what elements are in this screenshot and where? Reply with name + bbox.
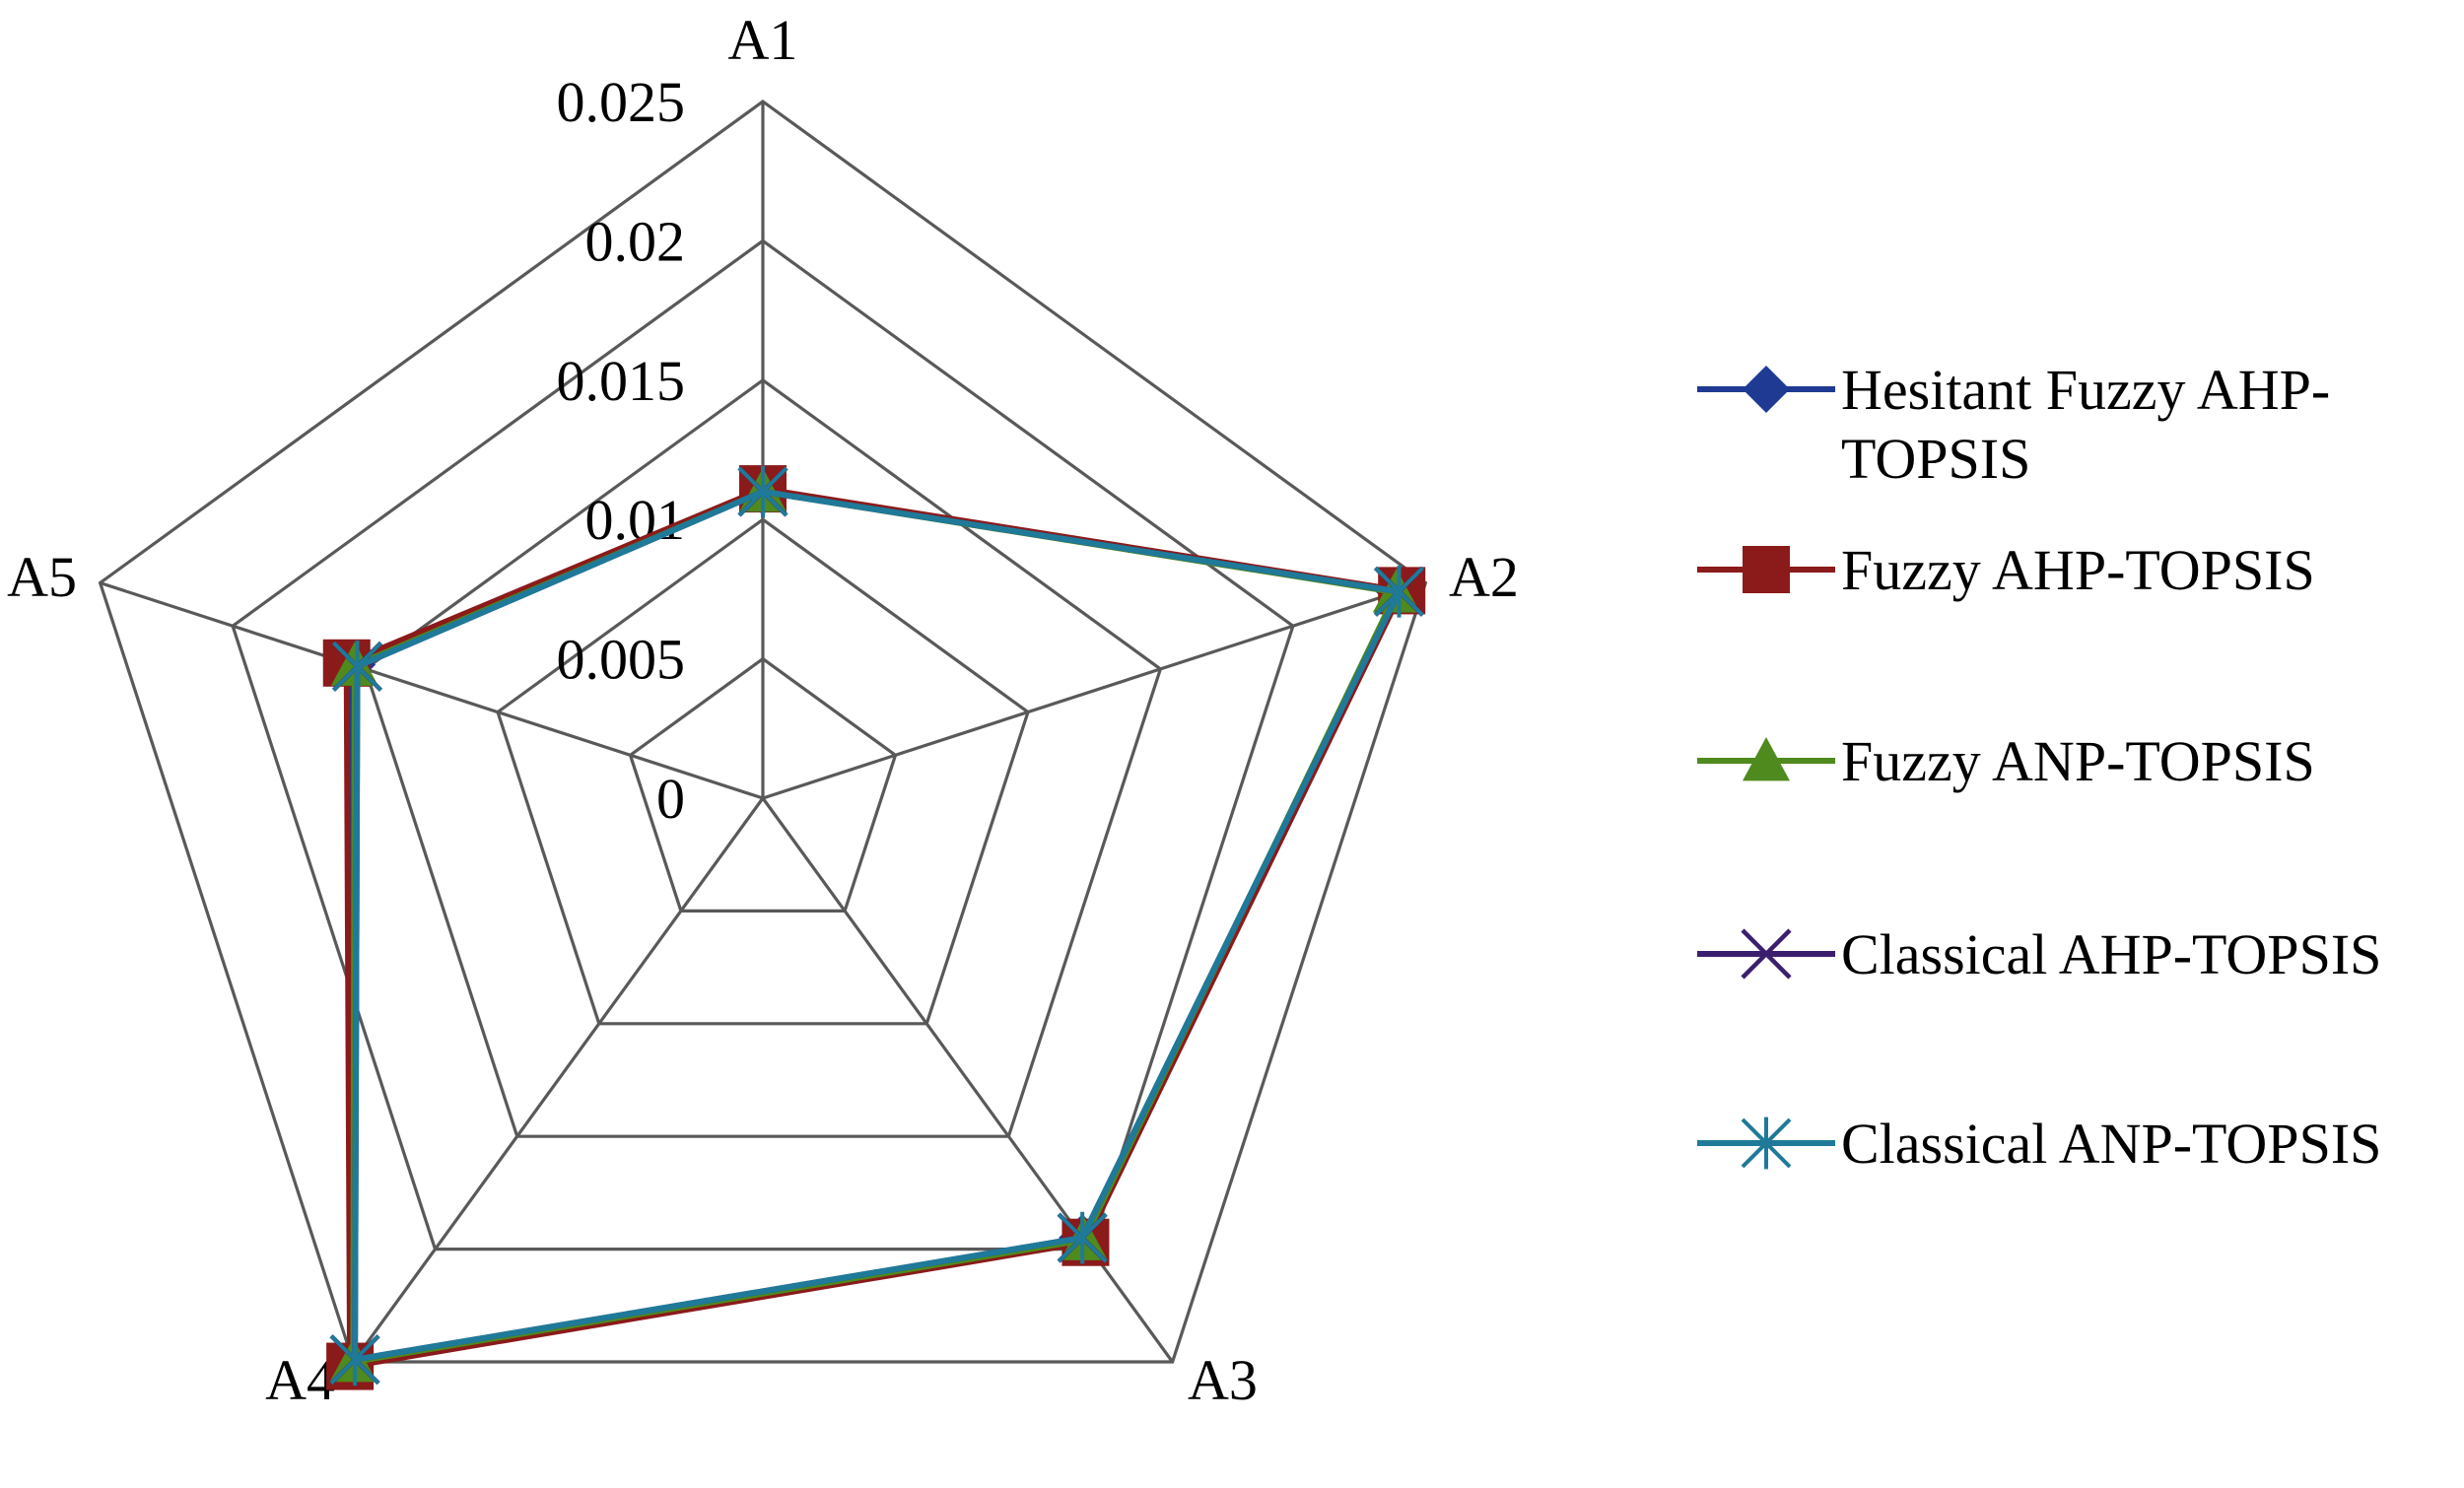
series-4 bbox=[329, 465, 1424, 1387]
legend-item: Classical AHP-TOPSIS bbox=[1697, 922, 2381, 986]
tick-label: 0.015 bbox=[557, 349, 686, 413]
legend-label: Classical AHP-TOPSIS bbox=[1841, 922, 2381, 986]
legend-item: Hesitant Fuzzy AHP-TOPSIS bbox=[1697, 358, 2330, 491]
grid-ring-3 bbox=[363, 377, 1163, 1138]
spoke-2 bbox=[761, 797, 1174, 1363]
series-line bbox=[343, 486, 1405, 1370]
grid-ring-5 bbox=[98, 100, 1428, 1364]
spoke-1 bbox=[762, 580, 1426, 800]
data-point-a4 bbox=[329, 1333, 380, 1387]
series-line bbox=[352, 488, 1403, 1363]
legend-item: Fuzzy ANP-TOPSIS bbox=[1697, 729, 2315, 793]
category-label-a3: A3 bbox=[1188, 1348, 1258, 1412]
legend-marker bbox=[1741, 1116, 1792, 1170]
category-label-a1: A1 bbox=[728, 8, 798, 72]
series-1 bbox=[322, 465, 1426, 1390]
legend-marker bbox=[1743, 366, 1790, 413]
category-label-a2: A2 bbox=[1449, 545, 1519, 609]
radar-grid bbox=[98, 100, 1428, 1364]
data-point-a2 bbox=[1374, 565, 1424, 618]
legend: Hesitant Fuzzy AHP-TOPSIS Fuzzy AHP-TOPSI… bbox=[1697, 358, 2381, 1176]
legend-label: Classical ANP-TOPSIS bbox=[1841, 1112, 2381, 1176]
tick-label: 0.02 bbox=[585, 209, 686, 273]
legend-marker bbox=[1741, 928, 1792, 980]
category-label-a5: A5 bbox=[7, 545, 77, 609]
grid-ring-2 bbox=[496, 517, 1030, 1026]
legend-label: Hesitant Fuzzy AHP-TOPSIS bbox=[1841, 358, 2330, 491]
tick-label: 0.025 bbox=[557, 70, 686, 134]
legend-marker bbox=[1743, 546, 1790, 593]
legend-marker bbox=[1743, 737, 1790, 781]
category-label-a4: A4 bbox=[265, 1348, 335, 1412]
tick-label: 0.005 bbox=[557, 628, 686, 692]
spoke-4 bbox=[100, 580, 764, 800]
data-point-a5 bbox=[332, 640, 382, 693]
legend-label: Fuzzy ANP-TOPSIS bbox=[1841, 729, 2315, 793]
grid-ring-1 bbox=[628, 656, 898, 913]
legend-item: Fuzzy AHP-TOPSIS bbox=[1697, 538, 2315, 602]
legend-item: Classical ANP-TOPSIS bbox=[1697, 1112, 2381, 1176]
legend-label: Fuzzy AHP-TOPSIS bbox=[1841, 538, 2315, 602]
spoke-3 bbox=[352, 797, 765, 1363]
data-point-a3 bbox=[1057, 1211, 1108, 1264]
tick-label: 0 bbox=[656, 767, 685, 831]
series-plot bbox=[322, 465, 1426, 1390]
data-point-a1 bbox=[737, 465, 788, 518]
